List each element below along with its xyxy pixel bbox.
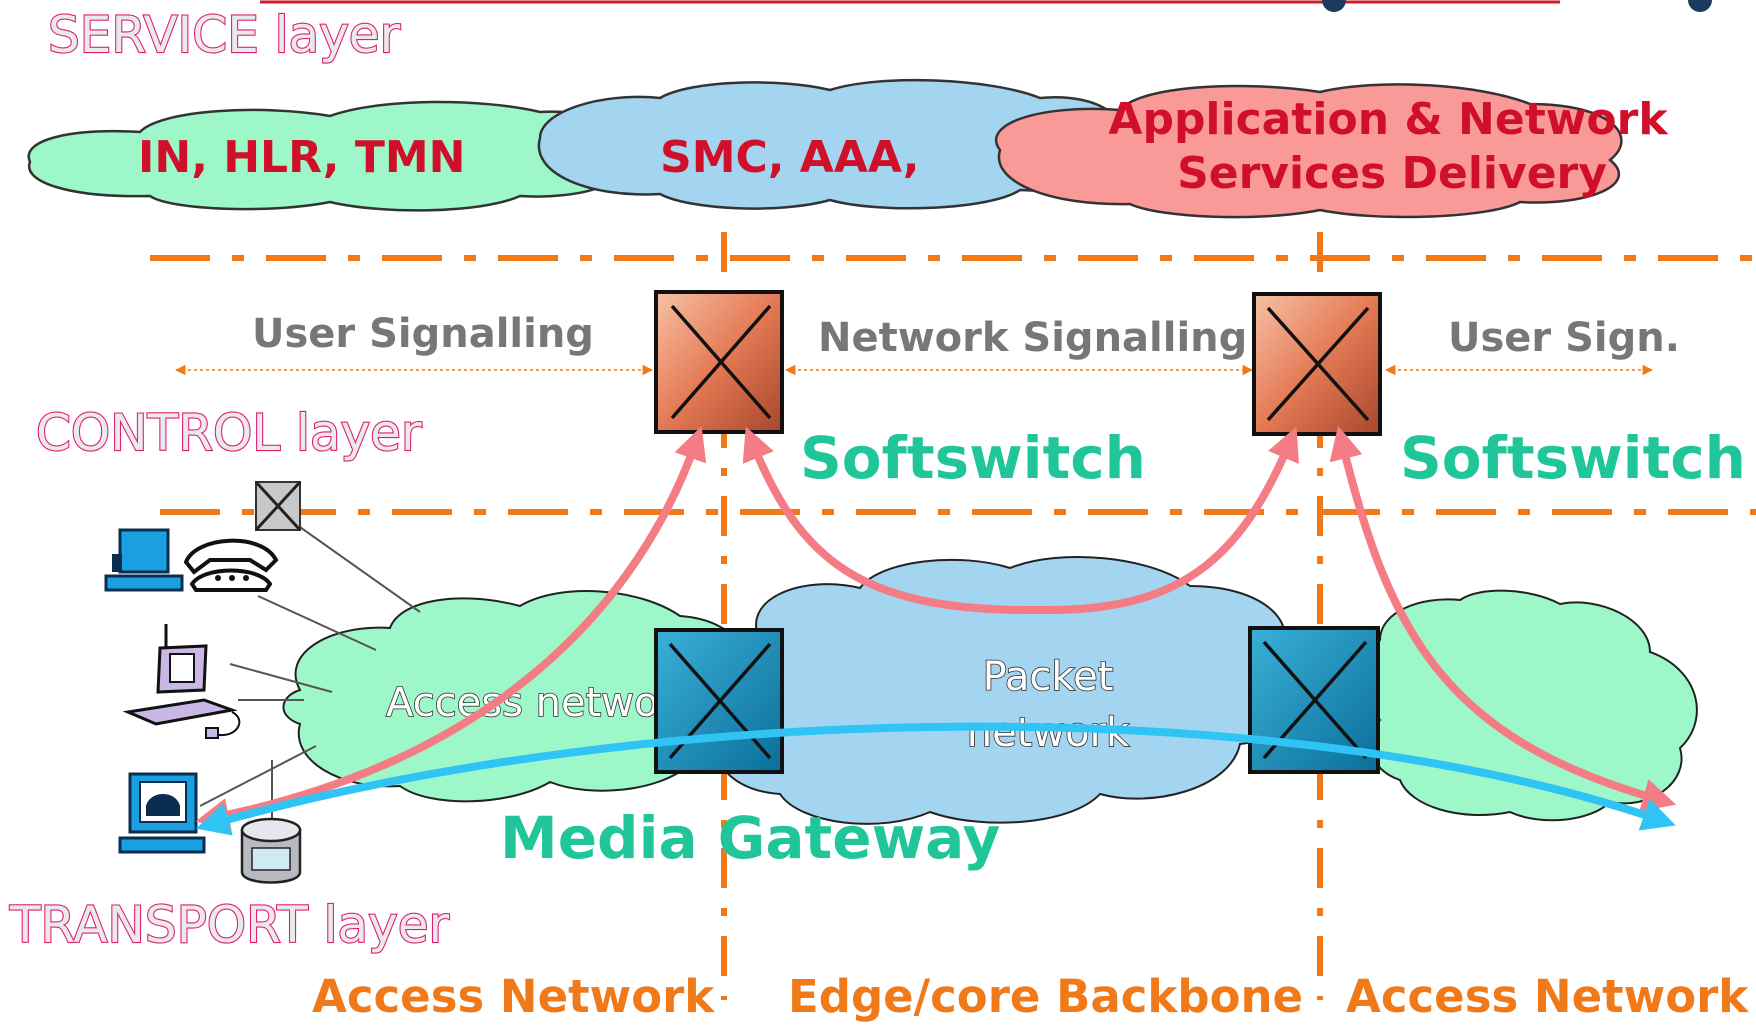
packet-network-cloud (714, 556, 1296, 825)
corner-marker-right (1688, 0, 1712, 12)
zone-label-middle: Edge/core Backbone (788, 970, 1303, 1023)
corner-marker-left (1322, 0, 1346, 12)
mobile-terminal-icon (122, 624, 241, 739)
softswitch-label-right: Softswitch (1400, 424, 1746, 492)
softswitch-icon-right (1252, 292, 1382, 436)
service-cloud-pink-label-line2: Services Delivery (1177, 148, 1607, 199)
packet-network-label-line2: network (967, 710, 1130, 756)
zone-label-right: Access Network (1346, 970, 1749, 1023)
media-gateway-icon-left (654, 628, 784, 774)
softswitch-icon-left (654, 290, 784, 434)
service-layer-title: SERVICE layer (48, 6, 401, 64)
service-cloud-green-label: IN, HLR, TMN (138, 132, 465, 183)
access-network-cloud-label: Access network (386, 680, 699, 726)
database-icon (240, 817, 302, 884)
blue-media-flow-arrow (195, 722, 1676, 836)
telephone-icon (183, 538, 279, 592)
service-cloud-pink (994, 83, 1623, 219)
packet-network-label-line1: Packet (983, 654, 1114, 700)
pink-arrow-softswitch-to-softswitch (742, 426, 1299, 615)
computer-icon (104, 528, 184, 592)
softswitch-label-left: Softswitch (800, 424, 1146, 492)
service-cloud-blue-label: SMC, AAA, (660, 132, 920, 183)
switch-icon (254, 480, 302, 532)
zone-label-left: Access Network (312, 970, 715, 1023)
pink-arrow-softswitch-to-remote (1329, 425, 1677, 812)
transport-layer-title: TRANSPORT layer (9, 896, 450, 954)
media-gateway-label: Media Gateway (500, 804, 1000, 872)
user-signalling-label: User Signalling (252, 311, 594, 357)
ip-phone-terminal-icon (118, 772, 206, 854)
network-signalling-label: Network Signalling (818, 315, 1247, 361)
pink-arrow-user-to-softswitch (195, 426, 707, 832)
control-layer-title: CONTROL layer (36, 404, 422, 462)
user-sign-label: User Sign. (1448, 315, 1680, 361)
service-cloud-pink-label-line1: Application & Network (1108, 94, 1669, 145)
